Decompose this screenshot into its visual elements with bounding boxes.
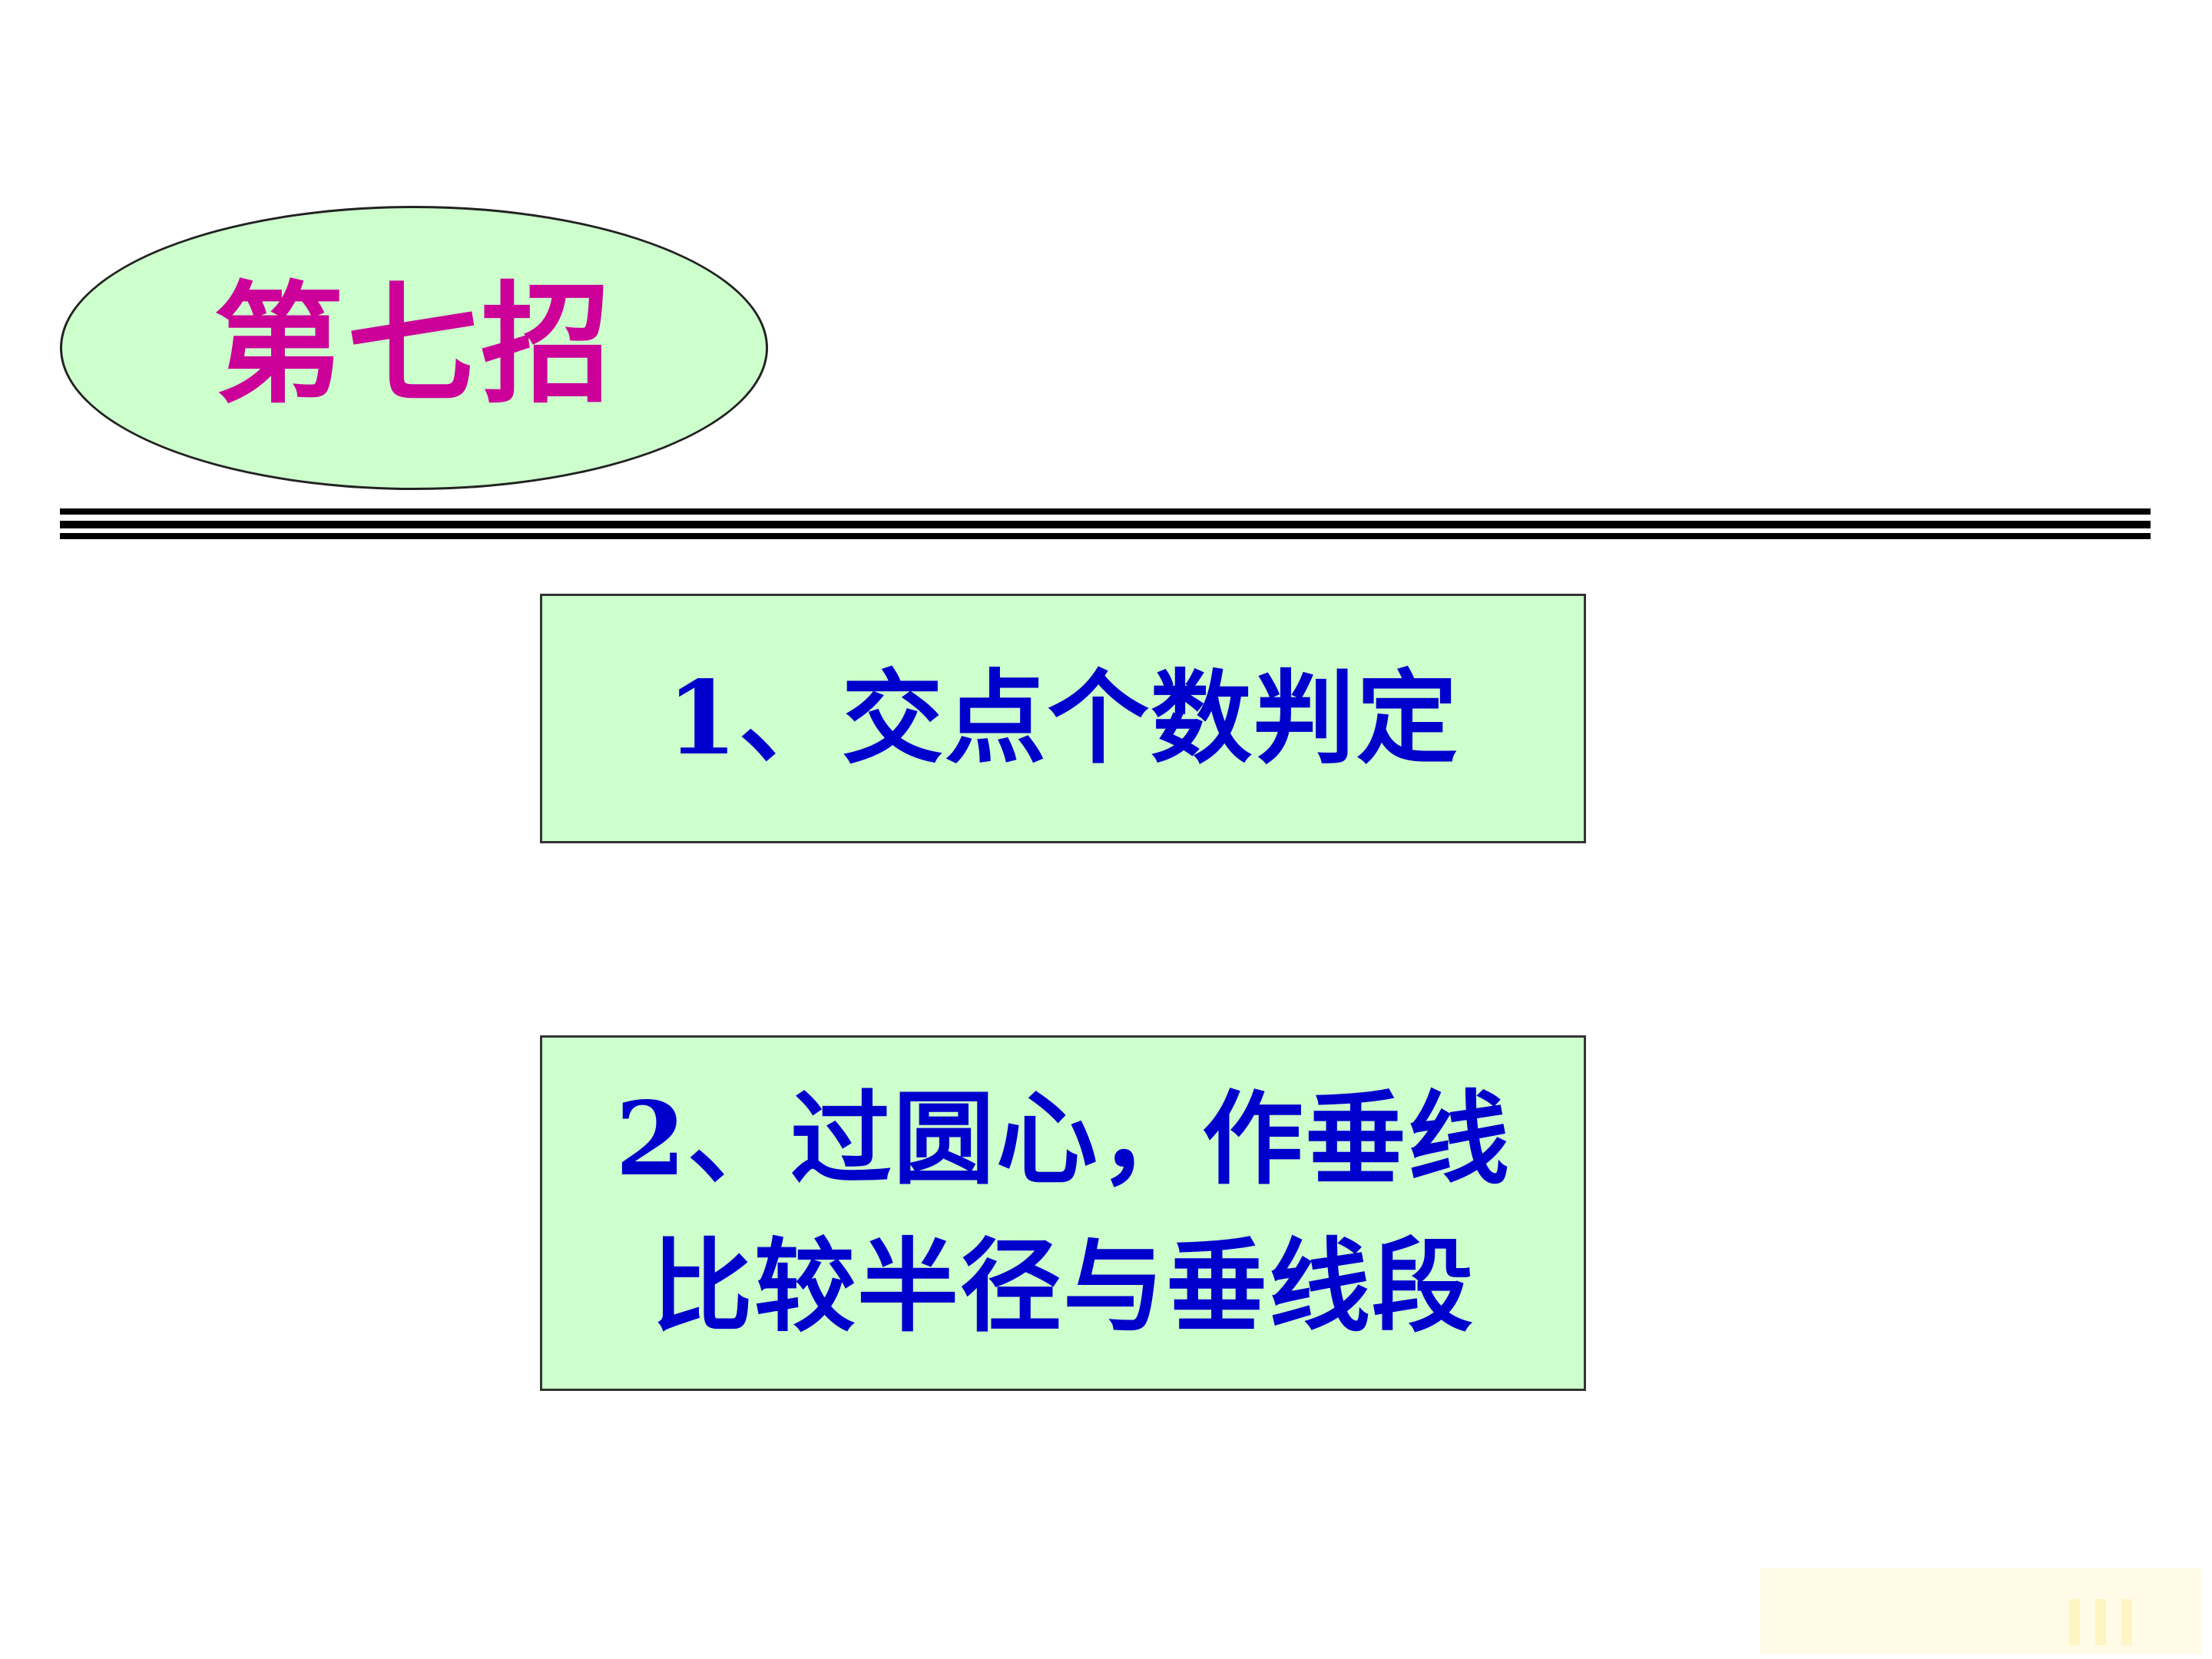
title-ellipse: 第七招	[60, 206, 768, 490]
divider-line-middle	[60, 521, 2151, 528]
content-box-2-line-1: 2、过圆心，作垂线	[615, 1080, 1511, 1200]
content-box-2: 2、过圆心，作垂线 比较半径与垂线段	[540, 1035, 1586, 1391]
corner-decoration-bar	[2095, 1599, 2106, 1645]
content-box-1: 1、交点个数判定	[540, 594, 1586, 843]
content-box-2-line-2: 比较半径与垂线段	[651, 1227, 1475, 1346]
divider-line-top	[60, 508, 2151, 515]
corner-decoration	[1760, 1568, 2201, 1654]
corner-decoration-bar	[2121, 1599, 2132, 1645]
corner-decoration-bar	[2069, 1599, 2080, 1645]
divider-line-bottom	[60, 533, 2151, 539]
slide-title: 第七招	[213, 268, 614, 422]
content-box-1-line-1: 1、交点个数判定	[667, 658, 1459, 778]
